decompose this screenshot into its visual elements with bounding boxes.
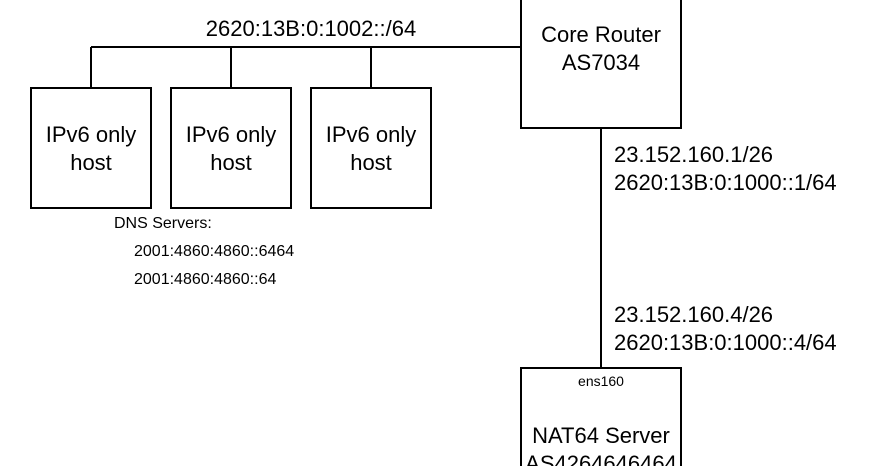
dns-server-address: 2001:4860:4860::64: [134, 271, 276, 288]
nat64-server-node[interactable]: ens160 NAT64 Server AS4264646464: [520, 367, 682, 466]
host-node[interactable]: IPv6 only host: [30, 87, 152, 209]
host-box: [170, 87, 292, 209]
host-box: [30, 87, 152, 209]
nat64-link-ipv4: 23.152.160.4/26: [614, 302, 773, 327]
host-node[interactable]: IPv6 only host: [310, 87, 432, 209]
host-label-line2: host: [350, 150, 392, 175]
core-router-node[interactable]: Core Router AS7034: [520, 0, 682, 129]
host-box: [310, 87, 432, 209]
core-router-asn: AS7034: [562, 50, 640, 75]
host-node[interactable]: IPv6 only host: [170, 87, 292, 209]
host-label-line1: IPv6 only: [46, 122, 137, 147]
router-link-ipv4: 23.152.160.1/26: [614, 142, 773, 167]
nat64-server-asn: AS4264646464: [525, 451, 677, 466]
core-router-name: Core Router: [541, 22, 661, 47]
host-label-line1: IPv6 only: [186, 122, 277, 147]
nat64-interface-label: ens160: [578, 373, 624, 389]
nat64-server-name: NAT64 Server: [532, 423, 670, 448]
host-label-line1: IPv6 only: [326, 122, 417, 147]
core-router-box: [520, 0, 682, 129]
nat64-server-box: [520, 367, 682, 466]
dns-servers-title: DNS Servers:: [114, 215, 212, 232]
dns-server-address: 2001:4860:4860::6464: [134, 243, 294, 260]
subnet-label: 2620:13B:0:1002::/64: [206, 16, 416, 41]
nat64-link-ipv6: 2620:13B:0:1000::4/64: [614, 330, 837, 355]
router-link-ipv6: 2620:13B:0:1000::1/64: [614, 170, 837, 195]
host-label-line2: host: [70, 150, 112, 175]
host-label-line2: host: [210, 150, 252, 175]
